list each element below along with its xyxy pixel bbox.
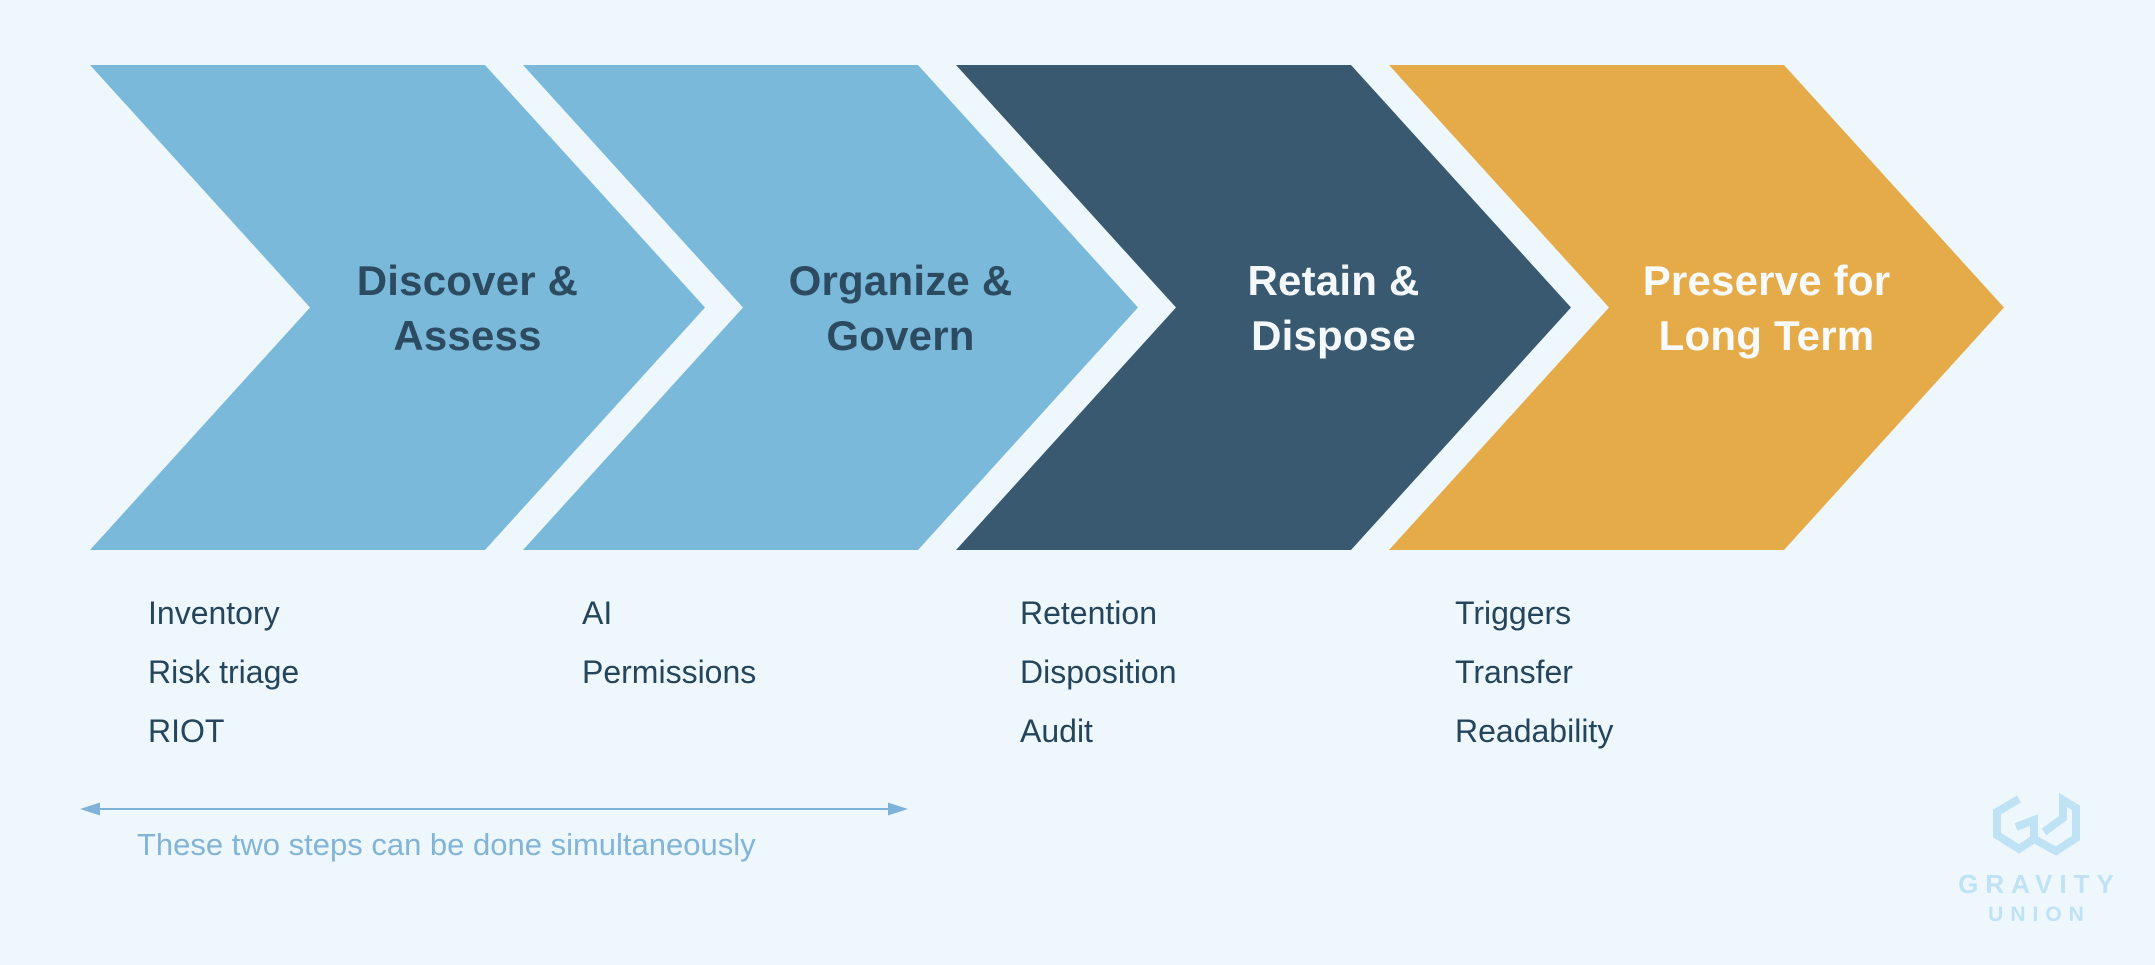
gravity-union-logo-icon: [1993, 792, 2080, 856]
chevron-title-line: Dispose: [1251, 311, 1416, 359]
chevron-title-line: Assess: [393, 311, 542, 359]
chevron-title-line: Retain &: [1247, 256, 1420, 304]
list-item: Transfer: [1455, 654, 1573, 690]
simultaneous-steps-caption: These two steps can be done simultaneous…: [137, 827, 756, 862]
list-item: Disposition: [1020, 654, 1177, 690]
list-item: Inventory: [148, 595, 280, 631]
list-item: Triggers: [1455, 595, 1572, 631]
chevron-title-line: Organize &: [788, 256, 1013, 304]
list-item: AI: [582, 595, 613, 631]
step-items-discover-assess: Inventory Risk triage RIOT: [148, 584, 299, 761]
list-item: RIOT: [148, 713, 225, 749]
logo-wordmark-union: UNION: [1988, 903, 2091, 926]
step-items-organize-govern: AI Permissions: [582, 584, 756, 702]
list-item: Readability: [1455, 713, 1614, 749]
chevron-title: Organize & Govern: [753, 65, 1048, 550]
step-items-preserve-long-term: Triggers Transfer Readability: [1455, 584, 1613, 761]
chevron-title-line: Discover &: [356, 256, 579, 304]
logo-wordmark-gravity: GRAVITY: [1958, 869, 2121, 899]
list-item: Retention: [1020, 595, 1157, 631]
chevron-title: Preserve for Long Term: [1619, 65, 1914, 550]
chevron-title-line: Preserve for: [1642, 256, 1891, 304]
chevron-title-line: Long Term: [1658, 311, 1875, 359]
list-item: Risk triage: [148, 654, 300, 690]
step-items-retain-dispose: Retention Disposition Audit: [1020, 584, 1177, 761]
chevron-title: Discover & Assess: [320, 65, 615, 550]
double-arrow-icon: [80, 802, 908, 816]
list-item: Permissions: [582, 654, 757, 690]
list-item: Audit: [1020, 713, 1093, 749]
chevron-title-line: Govern: [826, 311, 975, 359]
chevron-title: Retain & Dispose: [1186, 65, 1481, 550]
